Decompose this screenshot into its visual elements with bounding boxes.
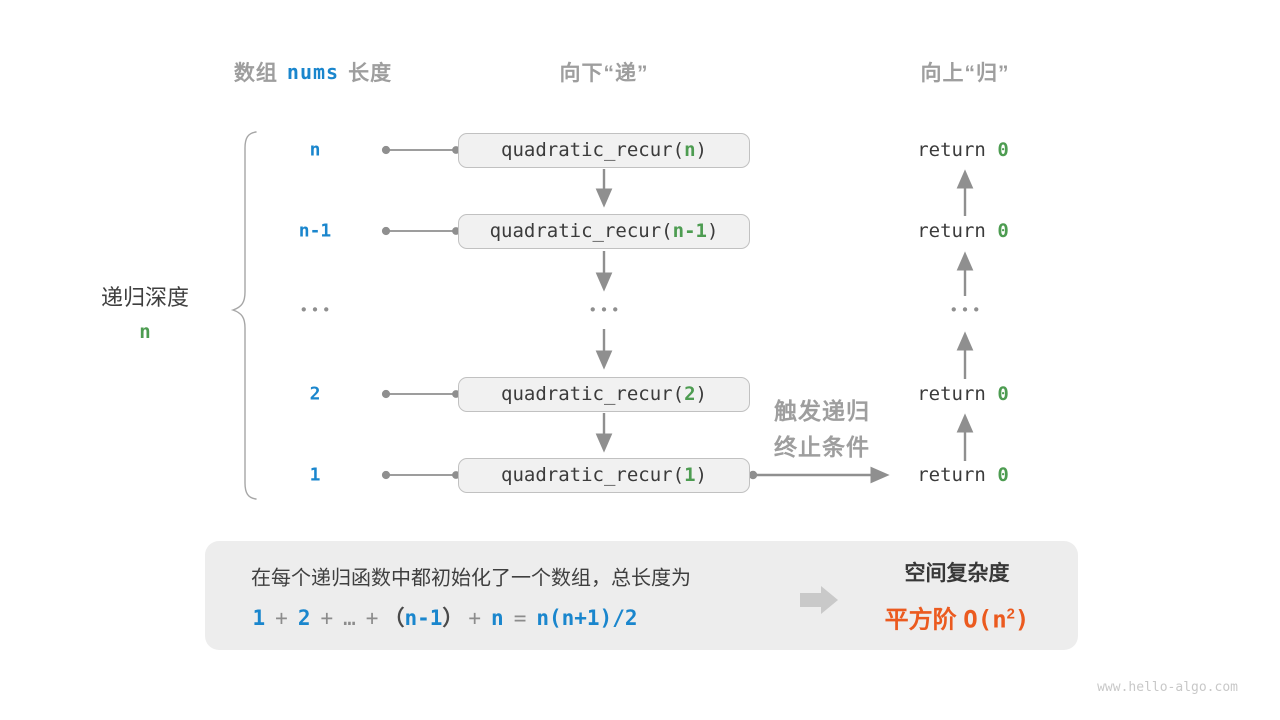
call-prefix: quadratic_recur( — [501, 139, 685, 161]
header-upward-return: 向上“归” — [920, 62, 1010, 85]
call-suffix: ) — [695, 383, 707, 405]
formula-op: + — [468, 606, 482, 630]
formula-equals: = — [513, 606, 527, 630]
call-arg: 1 — [684, 464, 696, 486]
call-arg: n — [684, 139, 696, 161]
watermark: www.hello-algo.com — [1097, 680, 1238, 695]
space-complexity-title: 空间复杂度 — [904, 562, 1010, 585]
call-prefix: quadratic_recur( — [489, 220, 673, 242]
formula-op: + — [365, 606, 379, 630]
return-statement-n-1: return 0 — [917, 220, 1009, 242]
call-suffix: ) — [706, 220, 719, 242]
call-box-n-1: quadratic_recur(n-1) — [458, 213, 750, 249]
return-value: 0 — [997, 139, 1009, 161]
ellipsis-middle: ••• — [590, 301, 624, 319]
call-connector-lines — [381, 145, 460, 480]
return-value: 0 — [997, 464, 1009, 486]
implies-arrow-icon — [800, 586, 838, 614]
complexity-close-paren: ) — [1014, 605, 1030, 634]
call-prefix: quadratic_recur( — [501, 383, 685, 405]
formula-result: n(n+1)/2 — [536, 606, 638, 630]
formula-term: 1 — [252, 606, 266, 630]
call-box-2: quadratic_recur(2) — [458, 376, 750, 412]
return-statement-1: return 0 — [917, 464, 1009, 486]
return-statement-2: return 0 — [917, 383, 1009, 405]
complexity-order-cn: 平方阶 — [884, 606, 957, 634]
return-keyword: return — [917, 464, 986, 486]
array-length-n-1: n-1 — [298, 220, 332, 242]
return-value: 0 — [997, 220, 1009, 242]
call-arg: n-1 — [672, 220, 707, 242]
summary-text: 在每个递归函数中都初始化了一个数组，总长度为 — [251, 567, 691, 590]
return-keyword: return — [917, 383, 986, 405]
formula-term: 2 — [297, 606, 311, 630]
return-keyword: return — [917, 220, 986, 242]
summary-box: 在每个递归函数中都初始化了一个数组，总长度为 1+2+…+（n-1）+n=n(n… — [205, 541, 1078, 650]
formula-op: + — [275, 606, 288, 630]
return-statement-n: return 0 — [917, 139, 1009, 161]
array-length-n: n — [309, 139, 321, 161]
call-box-1: quadratic_recur(1) — [458, 457, 750, 493]
formula-term: n-1 — [404, 606, 443, 630]
header-nums-code: nums — [286, 60, 340, 84]
ellipsis-left: ••• — [301, 301, 335, 319]
header-array-post: 长度 — [348, 62, 393, 85]
call-prefix: quadratic_recur( — [501, 464, 685, 486]
header-array-length: 数组 nums 长度 — [234, 57, 392, 87]
array-length-1: 1 — [309, 464, 321, 486]
call-arg: 2 — [684, 383, 696, 405]
formula-ellipsis: … — [343, 606, 356, 630]
formula-paren-close: ） — [442, 607, 464, 630]
call-box-n: quadratic_recur(n) — [458, 132, 750, 168]
implies-arrow-head — [821, 586, 838, 614]
recursion-depth-brace — [230, 131, 257, 500]
header-downward-recurse: 向下“递” — [559, 62, 649, 85]
return-value: 0 — [997, 383, 1009, 405]
recursion-depth-label: 递归深度 — [100, 285, 190, 310]
terminate-arrow — [748, 466, 890, 484]
space-complexity-value: 平方阶 O(n2) — [885, 600, 1030, 635]
recursion-depth-value: n — [139, 321, 151, 343]
implies-arrow-shaft — [800, 593, 821, 607]
call-suffix: ) — [695, 464, 707, 486]
formula-op: + — [320, 606, 334, 630]
complexity-exponent: 2 — [1006, 606, 1015, 623]
complexity-big-o: O(n — [963, 605, 1007, 634]
formula-term: n — [491, 606, 504, 630]
terminate-annotation-line1: 触发递归 — [774, 398, 870, 424]
terminate-annotation-line2: 终止条件 — [774, 434, 870, 460]
header-array-pre: 数组 — [233, 62, 278, 85]
call-suffix: ) — [695, 139, 707, 161]
return-keyword: return — [917, 139, 986, 161]
summary-formula: 1+2+…+（n-1）+n=n(n+1)/2 — [248, 602, 643, 632]
formula-paren-open: （ — [383, 607, 405, 630]
array-length-2: 2 — [309, 383, 321, 405]
ellipsis-right: ••• — [951, 301, 985, 319]
